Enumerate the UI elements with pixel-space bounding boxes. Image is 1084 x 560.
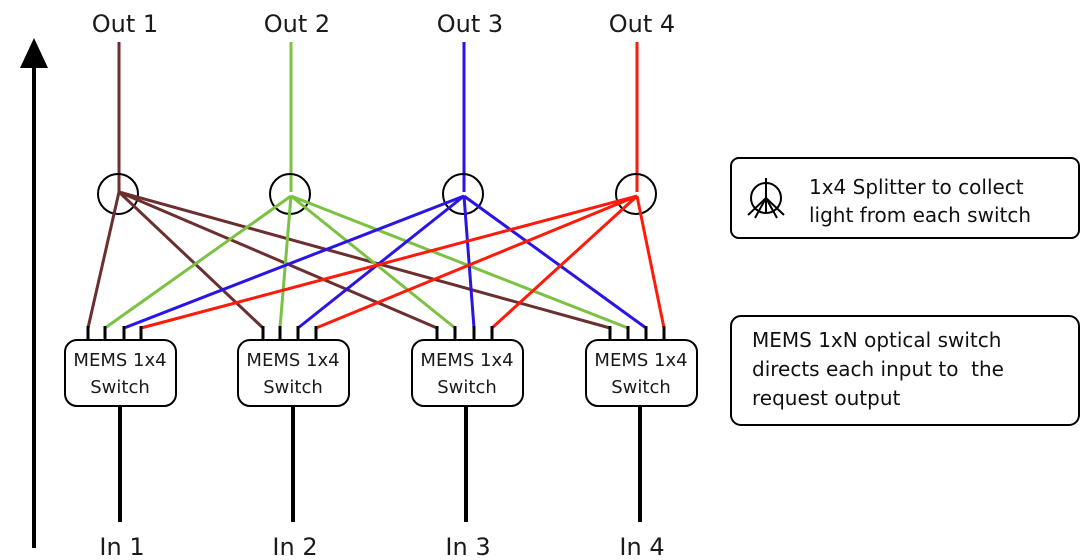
svg-text:MEMS 1x4: MEMS 1x4	[246, 350, 339, 371]
svg-text:MEMS 1x4: MEMS 1x4	[420, 350, 513, 371]
legend-splitter: 1x4 Splitter to collect light from each …	[730, 157, 1080, 239]
input-label-1: In 1	[99, 533, 144, 560]
output-label-4: Out 4	[609, 10, 675, 38]
legend-splitter-line-2: light from each switch	[809, 203, 1031, 227]
legend-switch-line-3: request output	[752, 386, 901, 410]
splitter-icon	[747, 178, 785, 219]
switch-port-stubs	[86, 326, 666, 340]
splitter-4-fibers	[140, 194, 666, 330]
splitter-3	[442, 173, 484, 215]
splitter-2-fibers	[104, 194, 629, 330]
svg-text:MEMS 1x4: MEMS 1x4	[73, 350, 166, 371]
svg-text:Switch: Switch	[90, 377, 150, 398]
splitter-4	[615, 173, 657, 215]
input-label-4: In 4	[619, 533, 664, 560]
input-label-3: In 3	[445, 533, 490, 560]
legend-switch-line-2: directs each input to the	[752, 357, 1004, 381]
mems-switch-4: MEMS 1x4 Switch	[585, 339, 698, 407]
splitter-1	[97, 173, 139, 215]
mems-switch-3: MEMS 1x4 Switch	[411, 339, 524, 407]
legend-switch: MEMS 1xN optical switch directs each inp…	[730, 315, 1080, 426]
splitter-3-fibers	[123, 194, 647, 330]
mems-switch-2: MEMS 1x4 Switch	[237, 339, 350, 407]
legend-switch-line-1: MEMS 1xN optical switch	[752, 328, 1001, 352]
output-label-3: Out 3	[437, 10, 503, 38]
input-fibers	[118, 406, 642, 522]
svg-text:MEMS 1x4: MEMS 1x4	[594, 350, 687, 371]
arrow-up-icon	[20, 38, 48, 548]
splitter-1-fibers	[86, 190, 611, 330]
svg-text:Switch: Switch	[263, 377, 323, 398]
legend-splitter-line-1: 1x4 Splitter to collect	[809, 175, 1024, 199]
svg-text:Switch: Switch	[437, 377, 497, 398]
input-label-2: In 2	[272, 533, 317, 560]
mems-switch-1: MEMS 1x4 Switch	[64, 339, 177, 407]
output-label-1: Out 1	[92, 10, 158, 38]
output-label-2: Out 2	[264, 10, 330, 38]
svg-text:Switch: Switch	[611, 377, 671, 398]
